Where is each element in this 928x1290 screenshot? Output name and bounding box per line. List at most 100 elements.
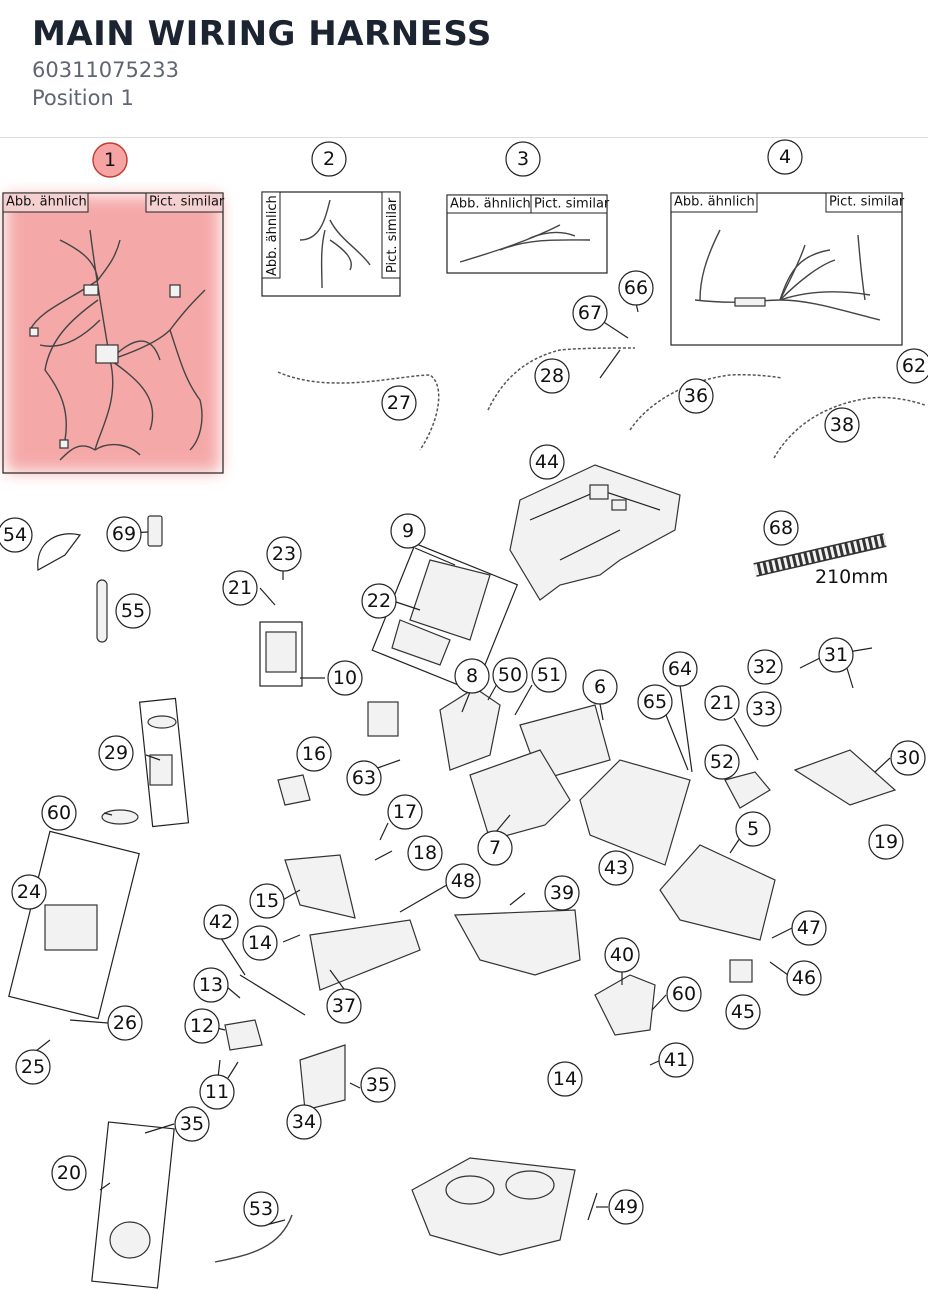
part-22-cover[interactable]: [391, 619, 451, 666]
part-24-ignition-lock[interactable]: [44, 904, 98, 951]
callout-52[interactable]: 52: [704, 744, 740, 780]
callout-44[interactable]: 44: [529, 444, 565, 480]
part-5-battery-holder[interactable]: [659, 844, 776, 941]
callout-41[interactable]: 41: [658, 1042, 694, 1078]
callout-16[interactable]: 16: [296, 736, 332, 772]
callout-12[interactable]: 12: [184, 1008, 220, 1044]
callout-37[interactable]: 37: [326, 988, 362, 1024]
callout-2[interactable]: 2: [311, 141, 347, 177]
callout-17[interactable]: 17: [387, 794, 423, 830]
callout-60-b[interactable]: 60: [666, 976, 702, 1012]
callout-43[interactable]: 43: [598, 850, 634, 886]
cable-27[interactable]: [277, 371, 440, 451]
part-10-connector-set[interactable]: [265, 631, 297, 673]
callout-25[interactable]: 25: [15, 1049, 51, 1085]
callout-9[interactable]: 9: [390, 513, 426, 549]
callout-31[interactable]: 31: [818, 637, 854, 673]
callout-39[interactable]: 39: [544, 875, 580, 911]
callout-3[interactable]: 3: [505, 141, 541, 177]
callout-14-b[interactable]: 14: [547, 1061, 583, 1097]
callout-49[interactable]: 49: [608, 1189, 644, 1225]
callout-30[interactable]: 30: [890, 740, 926, 776]
callout-62[interactable]: 62: [896, 348, 928, 384]
callout-6[interactable]: 6: [582, 669, 618, 705]
part-9-pouch[interactable]: [409, 559, 491, 641]
callout-68[interactable]: 68: [763, 510, 799, 546]
callout-35-a[interactable]: 35: [360, 1067, 396, 1103]
cable-28[interactable]: [487, 347, 636, 411]
callout-5[interactable]: 5: [735, 811, 771, 847]
part-45-connector[interactable]: [729, 959, 753, 983]
part-69-plug[interactable]: [147, 515, 163, 547]
callout-53[interactable]: 53: [243, 1191, 279, 1227]
callout-15[interactable]: 15: [249, 883, 285, 919]
part-8-bracket[interactable]: [439, 687, 501, 771]
part-60-ring[interactable]: [101, 809, 139, 825]
callout-48[interactable]: 48: [445, 863, 481, 899]
part-20-horn[interactable]: [109, 1221, 151, 1259]
callout-67[interactable]: 67: [572, 295, 608, 331]
cable-38[interactable]: [773, 396, 926, 459]
callout-35-b[interactable]: 35: [174, 1106, 210, 1142]
part-29-cap[interactable]: [147, 715, 177, 729]
callout-64[interactable]: 64: [662, 651, 698, 687]
part-40-regulator[interactable]: [594, 974, 656, 1036]
callout-54[interactable]: 54: [0, 517, 33, 553]
callout-66[interactable]: 66: [618, 270, 654, 306]
callout-13[interactable]: 13: [193, 967, 229, 1003]
callout-27[interactable]: 27: [381, 385, 417, 421]
callout-20[interactable]: 20: [51, 1155, 87, 1191]
part-44-tray[interactable]: [509, 464, 681, 601]
callout-36[interactable]: 36: [678, 378, 714, 414]
callout-69[interactable]: 69: [106, 516, 142, 552]
part-37-holder[interactable]: [309, 919, 421, 991]
callout-11[interactable]: 11: [199, 1074, 235, 1110]
part-34-module[interactable]: [299, 1044, 346, 1111]
callout-32[interactable]: 32: [747, 649, 783, 685]
callout-65[interactable]: 65: [637, 684, 673, 720]
callout-10[interactable]: 10: [327, 660, 363, 696]
callout-60-a[interactable]: 60: [41, 795, 77, 831]
cable-36[interactable]: [629, 374, 783, 431]
callout-29[interactable]: 29: [98, 735, 134, 771]
callout-7[interactable]: 7: [477, 830, 513, 866]
part-15-fuse-box[interactable]: [284, 854, 356, 919]
callout-63[interactable]: 63: [346, 760, 382, 796]
part-55-strap[interactable]: [96, 579, 108, 643]
callout-4[interactable]: 4: [767, 139, 803, 175]
part-52-relay[interactable]: [724, 771, 771, 809]
callout-28[interactable]: 28: [534, 358, 570, 394]
callout-42[interactable]: 42: [203, 904, 239, 940]
part-42-bar[interactable]: [239, 974, 306, 1016]
part-53-cable[interactable]: [214, 1214, 293, 1263]
part-12-relay[interactable]: [224, 1019, 263, 1051]
callout-40[interactable]: 40: [604, 937, 640, 973]
callout-21-a[interactable]: 21: [222, 570, 258, 606]
callout-26[interactable]: 26: [107, 1005, 143, 1041]
callout-38[interactable]: 38: [824, 407, 860, 443]
callout-21-b[interactable]: 21: [704, 685, 740, 721]
callout-47[interactable]: 47: [791, 910, 827, 946]
callout-19[interactable]: 19: [868, 824, 904, 860]
callout-50[interactable]: 50: [492, 657, 528, 693]
callout-23[interactable]: 23: [266, 536, 302, 572]
callout-1[interactable]: 1: [92, 142, 128, 178]
part-29-lock[interactable]: [149, 754, 173, 786]
part-54-cable-tie[interactable]: [37, 533, 82, 571]
callout-34[interactable]: 34: [286, 1104, 322, 1140]
part-1-main-harness[interactable]: Abb. ähnlich Pict. similar: [2, 192, 225, 474]
part-30-ecu[interactable]: [793, 749, 897, 806]
part-3-harness[interactable]: Abb. ähnlich Pict. similar: [446, 194, 610, 274]
callout-22[interactable]: 22: [361, 583, 397, 619]
part-39-mount[interactable]: [454, 909, 581, 976]
callout-14-a[interactable]: 14: [242, 925, 278, 961]
part-43-battery[interactable]: [579, 759, 691, 866]
part-2-harness[interactable]: Abb. ähnlich Pict. similar: [261, 191, 401, 297]
part-4-harness[interactable]: Abb. ähnlich Pict. similar: [670, 192, 905, 346]
callout-55[interactable]: 55: [115, 593, 151, 629]
part-10-connector[interactable]: [367, 701, 399, 737]
callout-18[interactable]: 18: [407, 835, 443, 871]
callout-45[interactable]: 45: [725, 994, 761, 1030]
part-7-control-unit[interactable]: [469, 749, 571, 841]
callout-51[interactable]: 51: [531, 657, 567, 693]
